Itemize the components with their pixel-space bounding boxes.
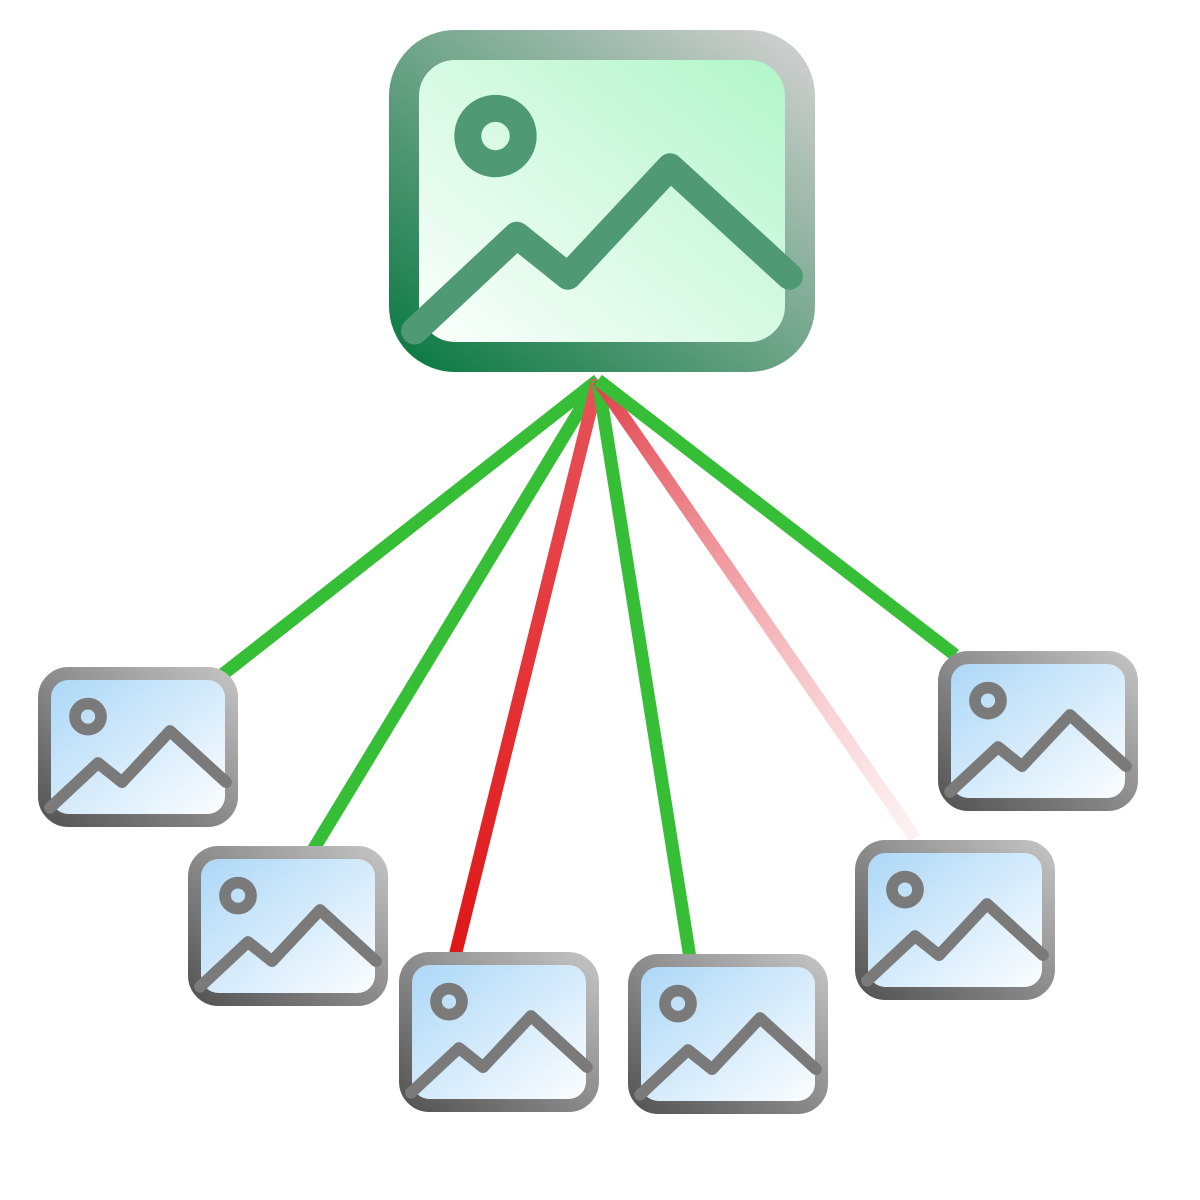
connection-lines — [217, 374, 959, 960]
sun-icon — [969, 681, 1007, 720]
image-frame — [628, 954, 828, 1114]
link-leaf-4-match — [591, 378, 697, 960]
sun-icon — [69, 697, 107, 736]
sun-icon — [454, 94, 537, 178]
leaf-image-icon-4 — [628, 954, 828, 1114]
leaf-image-icon-6 — [938, 651, 1138, 811]
image-frame — [399, 952, 599, 1112]
mountain-icon — [861, 898, 1049, 987]
sun-icon — [886, 870, 924, 909]
image-nodes — [38, 30, 1138, 1114]
image-frame — [938, 651, 1138, 811]
image-frame — [389, 30, 815, 372]
leaf-image-icon-5 — [855, 840, 1055, 1000]
sun-icon — [219, 876, 257, 915]
mountain-icon — [194, 904, 382, 993]
leaf-image-icon-1 — [38, 667, 238, 827]
leaf-image-icon-3 — [399, 952, 599, 1112]
link-leaf-6-match — [594, 374, 959, 661]
mountain-icon — [944, 709, 1132, 798]
mountain-icon — [634, 1012, 822, 1101]
leaf-image-icon-2 — [188, 846, 388, 1006]
hub-image-icon — [389, 30, 815, 372]
link-leaf-5-faded-mismatch — [592, 376, 921, 842]
image-frame — [188, 846, 388, 1006]
mountain-icon — [401, 153, 803, 345]
mountain-icon — [405, 1010, 593, 1099]
link-leaf-1-match — [217, 374, 603, 681]
image-frame — [38, 667, 238, 827]
mountain-icon — [44, 725, 232, 814]
sun-icon — [659, 984, 697, 1023]
link-leaf-3-mismatch — [448, 378, 605, 958]
image-frame — [855, 840, 1055, 1000]
sun-icon — [430, 982, 468, 1021]
link-leaf-2-match — [304, 376, 604, 859]
